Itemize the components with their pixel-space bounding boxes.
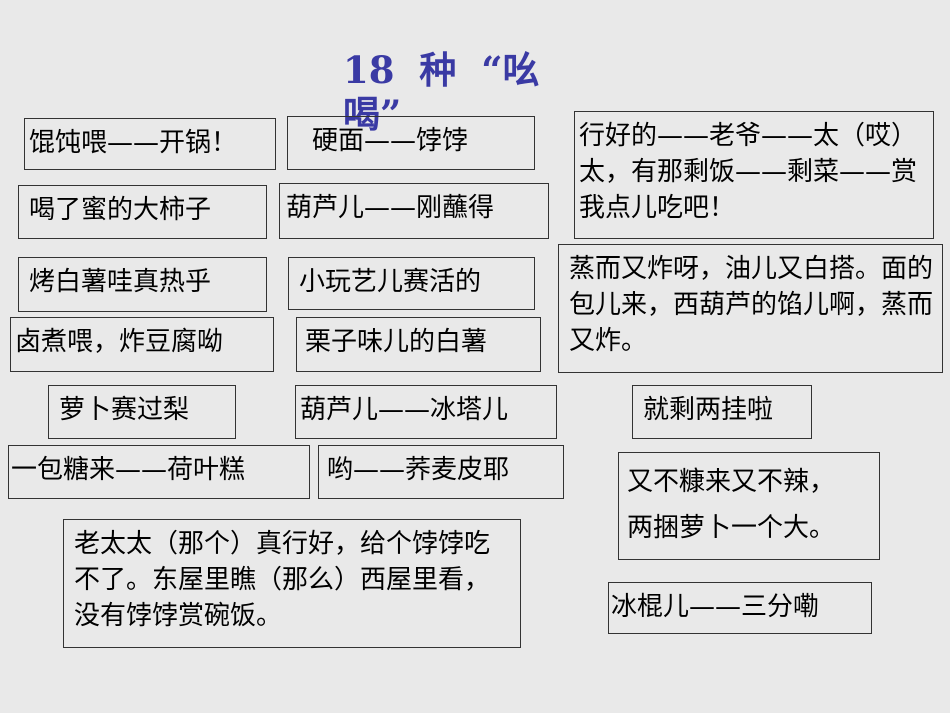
call-box-toys: 小玩艺儿赛活的	[288, 257, 535, 310]
call-box-old-lady: 老太太（那个）真行好，给个饽饽吃不了。东屋里瞧（那么）西屋里看，没有饽饽赏碗饭。	[63, 519, 521, 648]
call-box-leftovers: 行好的——老爷——太（哎）太，有那剩饭——剩菜——赏我点儿吃吧！	[574, 111, 934, 239]
call-box-persimmon: 喝了蜜的大柿子	[18, 185, 267, 239]
call-box-candied-haws: 葫芦儿——刚蘸得	[279, 183, 549, 239]
call-box-buckwheat: 哟——荞麦皮耶	[318, 445, 564, 499]
call-box-steamed-fried: 蒸而又炸呀，油儿又白搭。面的包儿来，西葫芦的馅儿啊，蒸而又炸。	[558, 244, 943, 373]
call-box-wonton: 馄饨喂——开锅！	[24, 118, 276, 170]
call-box-chestnut-potato: 栗子味儿的白薯	[296, 317, 541, 372]
call-box-sweet-potato: 烤白薯哇真热乎	[18, 257, 267, 312]
call-box-hard-bun: 硬面——饽饽	[287, 116, 535, 170]
call-box-popsicle: 冰棍儿——三分嘞	[608, 582, 872, 634]
call-box-two-strings-left: 就剩两挂啦	[632, 385, 812, 439]
call-box-radish: 萝卜赛过梨	[48, 385, 236, 439]
call-box-not-chaffy-line1: 又不糠来又不辣，	[627, 467, 836, 497]
slide-title: 18 种 “吆喝”	[343, 48, 540, 136]
call-box-not-chaffy-line2: 两捆萝卜一个大。	[627, 513, 836, 543]
call-box-ice-haws: 葫芦儿——冰塔儿	[295, 385, 557, 439]
call-box-stewed-tofu: 卤煮喂，炸豆腐呦	[10, 317, 274, 372]
call-box-not-chaffy: 又不糠来又不辣， 两捆萝卜一个大。	[618, 452, 880, 560]
call-box-lotus-cake: 一包糖来——荷叶糕	[8, 445, 310, 499]
